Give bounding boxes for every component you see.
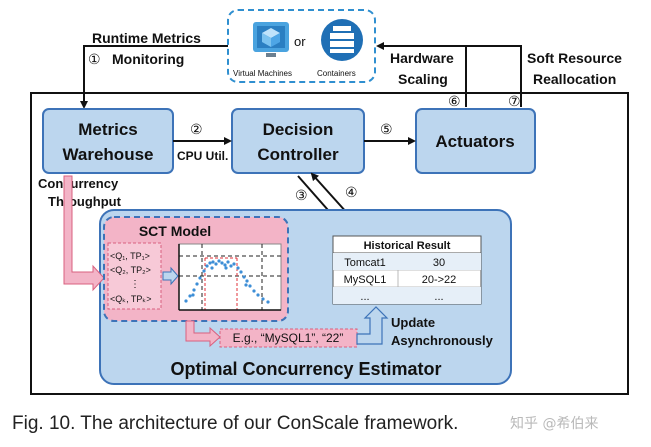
soft-resource-label: Soft Resource: [527, 50, 622, 66]
containers-icon: [321, 19, 363, 61]
watermark: 知乎 @希伯来: [510, 416, 599, 432]
soft-reallocation-line: [466, 45, 522, 107]
table-row-2-value: 20->22: [422, 274, 457, 286]
pink-input-arrow: [63, 175, 105, 292]
controller-label: Controller: [257, 145, 339, 164]
cpu-util-label: CPU Util.: [177, 149, 228, 163]
update-label: Update: [391, 315, 435, 330]
actuators-node: [415, 108, 536, 174]
runtime-metrics-label: Runtime Metrics: [92, 30, 201, 46]
asynchronously-label: Asynchronously: [391, 333, 494, 348]
pair-dots: ⋮: [130, 279, 140, 290]
framework-frame: [30, 92, 629, 395]
pairs-to-plot-arrow: [162, 266, 179, 286]
step7-label: ⑦: [508, 93, 521, 109]
step5-label: ⑤: [380, 121, 393, 137]
table-row-3-value: ...: [434, 291, 443, 303]
concurrency-label: Concurrency: [38, 176, 119, 191]
actuators-label: Actuators: [435, 132, 514, 151]
monitoring-label: Monitoring: [112, 51, 184, 67]
table-row-1-name: Tomcat1: [344, 257, 386, 269]
decision-label: Decision: [263, 120, 334, 139]
or-text: or: [294, 34, 306, 49]
metrics-label: Metrics: [78, 120, 138, 139]
figure-caption: Fig. 10. The architecture of our ConScal…: [12, 413, 459, 434]
reallocation-label: Reallocation: [533, 71, 616, 87]
example-text: E.g., “MySQL1”, “22”: [233, 331, 344, 345]
hardware-label: Hardware: [390, 50, 454, 66]
sct-title: SCT Model: [139, 223, 211, 239]
update-arrow: [356, 306, 389, 345]
containers-label: Containers: [317, 69, 356, 78]
estimator-title: Optimal Concurrency Estimator: [170, 359, 441, 379]
step1-label: ①: [88, 51, 101, 67]
step4-label: ④: [345, 184, 358, 200]
pairs-box: [107, 242, 162, 310]
pair-2: <Q₂, TP₂>: [110, 265, 151, 275]
scaling-label: Scaling: [398, 71, 448, 87]
warehouse-label: Warehouse: [62, 145, 153, 164]
pair-k: <Qₖ, TPₖ>: [110, 294, 152, 304]
step3-label: ③: [295, 187, 308, 203]
monitoring-arrow: [80, 45, 228, 109]
historical-result-table: [332, 235, 482, 305]
sct-scatter-plot: [178, 243, 282, 311]
sct-output-arrow: [185, 320, 221, 348]
virtual-machine-icon: [253, 22, 289, 57]
step2-label: ②: [190, 121, 203, 137]
throughput-label: Throughput: [48, 194, 122, 209]
step6-label: ⑥: [448, 93, 461, 109]
table-row-2-name: MySQL1: [344, 274, 387, 286]
table-row-1-value: 30: [433, 257, 445, 269]
table-row-3-name: ...: [360, 291, 369, 303]
historical-title: Historical Result: [364, 240, 451, 252]
pair-1: <Q₁, TP₁>: [110, 251, 150, 261]
vm-label: Virtual Machines: [233, 69, 292, 78]
